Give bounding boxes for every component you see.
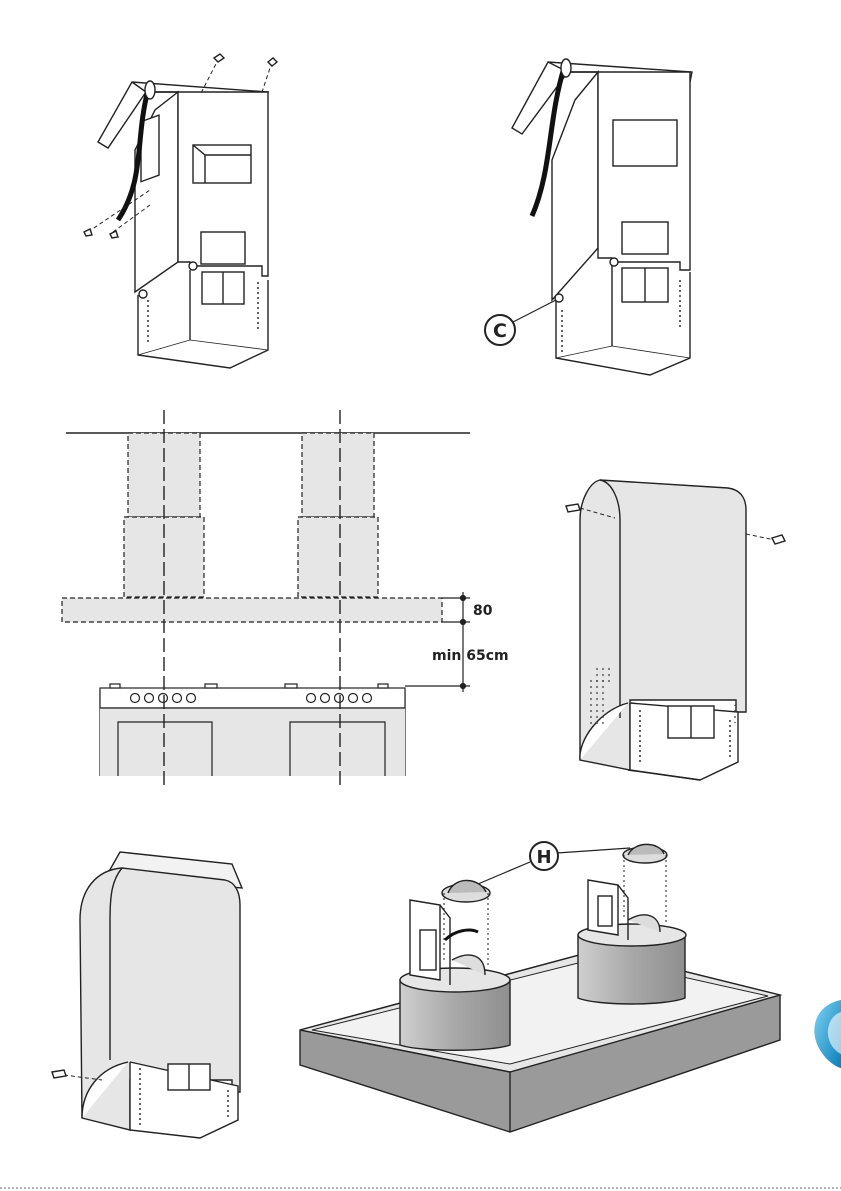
dimension-min-height: min 65cm xyxy=(432,648,509,664)
figure-installation-height xyxy=(62,410,470,785)
figure-bracket-fixed xyxy=(485,59,692,375)
figure-hood-filter-fitting xyxy=(300,842,780,1132)
callout-h: H xyxy=(536,847,551,868)
figure-chimney-cover-fixing xyxy=(566,480,785,780)
page-corner-icon xyxy=(814,1000,841,1068)
figure-chimney-cover-mounted xyxy=(52,852,242,1138)
callout-c: C xyxy=(493,320,507,342)
figure-bracket-assembly xyxy=(84,54,277,368)
dimension-hood-thickness: 80 xyxy=(473,603,493,619)
